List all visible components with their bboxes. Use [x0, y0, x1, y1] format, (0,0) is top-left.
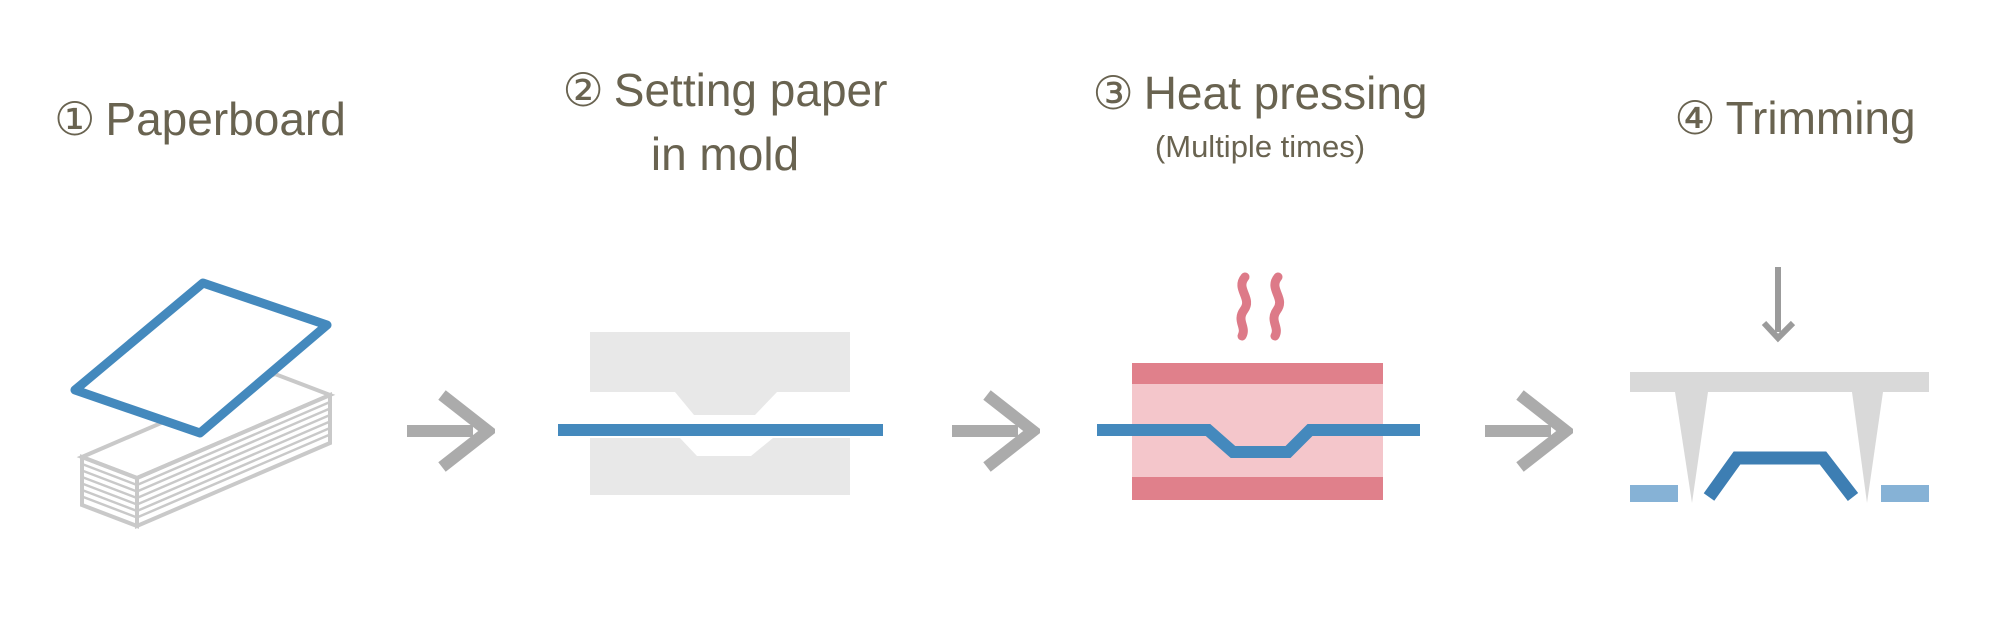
formed-paper-shape — [1703, 451, 1859, 501]
step-2-label-line2: in mold — [650, 128, 800, 180]
pressed-paper-line — [1097, 424, 1420, 458]
step-4-label: Trimming — [1725, 92, 1916, 144]
lower-mold-shape — [590, 438, 850, 495]
arrow-shaft — [407, 425, 473, 437]
stack-sheet-lines — [81, 400, 331, 519]
trimmed-edge-left — [1630, 485, 1678, 502]
arrow-head — [1516, 390, 1573, 472]
down-arrow-head — [1761, 320, 1796, 343]
flow-arrow-icon — [407, 390, 495, 472]
trimming-icon — [1630, 267, 1929, 503]
heat-press-icon — [1097, 272, 1420, 500]
circled-2-icon: ② — [562, 64, 604, 116]
flow-arrow-icon — [1485, 390, 1573, 472]
circled-3-icon: ③ — [1092, 67, 1134, 119]
cutting-blade-icon — [1852, 392, 1883, 503]
circled-4-icon: ④ — [1674, 92, 1716, 144]
flow-arrow-icon — [952, 390, 1040, 472]
arrow-head — [438, 390, 495, 472]
trimmed-edge-right — [1881, 485, 1929, 502]
arrow-shaft — [1485, 425, 1551, 437]
arrow-head — [983, 390, 1040, 472]
paper-web-line — [558, 424, 883, 436]
step-2-label: Setting paper — [613, 64, 888, 116]
arrow-shaft — [952, 425, 1018, 437]
heated-plate-bottom — [1132, 477, 1383, 500]
cutting-blade-icon — [1675, 392, 1708, 503]
cutting-plate — [1630, 372, 1929, 392]
step-3-label: Heat pressing — [1143, 67, 1428, 119]
heat-steam-icon — [1269, 272, 1285, 341]
paper-sheet-icon — [70, 278, 332, 438]
heated-plate-top — [1132, 363, 1383, 384]
mold-icon — [558, 332, 883, 495]
circled-1-icon: ① — [54, 93, 96, 145]
paperboard-stack-icon — [70, 278, 336, 530]
press-down-arrow-icon — [1761, 267, 1796, 343]
step-3-sublabel: (Multiple times) — [1154, 129, 1366, 164]
upper-mold-shape — [590, 332, 850, 415]
heat-steam-icon — [1236, 272, 1252, 341]
step-1-label: Paperboard — [105, 93, 346, 145]
